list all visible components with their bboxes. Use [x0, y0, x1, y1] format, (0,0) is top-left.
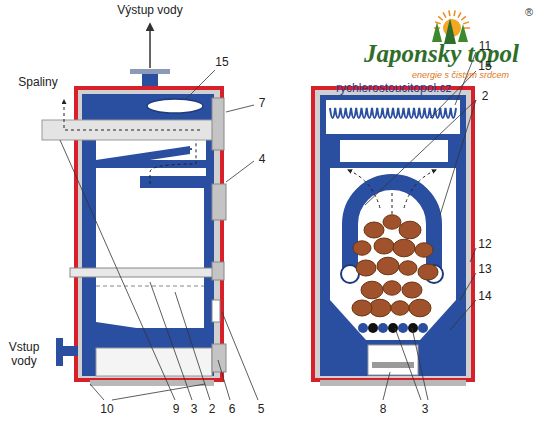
sloped-floor [96, 322, 204, 346]
outlet-arrow [149, 24, 151, 68]
callout-number: 5 [258, 403, 265, 417]
sun-ray [438, 16, 443, 20]
flue-gas-path [348, 170, 380, 208]
log [393, 239, 415, 257]
grate [358, 323, 428, 333]
grate-bar [398, 323, 408, 333]
log [391, 301, 409, 315]
watermark: rychlerostoucitopol.cz [336, 82, 451, 96]
fuel-wood [352, 215, 438, 317]
callout-number: 3 [191, 403, 198, 417]
sun-ray [454, 10, 455, 16]
inlet-pipe [62, 346, 78, 356]
callout-number: 6 [229, 403, 236, 417]
door [212, 98, 224, 150]
door [212, 262, 224, 280]
callout-number: 9 [173, 403, 180, 417]
flue-gas-path [392, 192, 393, 214]
baffle-plate [96, 146, 190, 168]
log [418, 264, 438, 280]
log [383, 215, 401, 229]
exchanger-coil [330, 108, 456, 118]
front-section [313, 88, 473, 386]
outlet-flange [130, 69, 170, 74]
log [374, 238, 394, 254]
grate-bar [368, 323, 378, 333]
callout-number: 14 [478, 290, 491, 304]
log [399, 261, 417, 275]
grate-bar [70, 268, 222, 277]
inlet-flange [56, 338, 63, 366]
logo-text: Japonsky topol [364, 40, 519, 69]
logo-slogan: energie s čistým srdcem [412, 70, 509, 80]
coil-winding [330, 108, 456, 118]
sun-ray [463, 22, 469, 24]
log [364, 222, 384, 238]
log [353, 241, 371, 255]
log [356, 260, 376, 276]
callout-number: 15 [478, 60, 491, 74]
callout-number: 2 [209, 403, 216, 417]
log [383, 281, 401, 295]
callout-number: 3 [422, 403, 429, 417]
log [361, 281, 383, 299]
callout-number: 2 [482, 90, 489, 104]
grate-bar [358, 323, 368, 333]
grate-bar [378, 323, 388, 333]
log [399, 221, 421, 239]
callout-number: 15 [215, 56, 228, 70]
casing [313, 88, 473, 380]
logo-icon [432, 10, 470, 44]
caption-text: Výstup vody [117, 4, 182, 18]
log [402, 282, 422, 298]
callout-number: 8 [380, 403, 387, 417]
slot [212, 300, 220, 322]
feet [90, 380, 214, 386]
caption-text: Vstup vody [3, 341, 45, 369]
side-section [42, 24, 226, 386]
caption-text: Spaliny [18, 76, 57, 90]
fire-chamber [330, 168, 456, 340]
outlet-chamber [147, 99, 203, 113]
flue-bar [340, 140, 448, 162]
registered-mark: ® [525, 6, 533, 19]
water-jacket [320, 95, 466, 376]
log [377, 257, 399, 275]
grate-bar [418, 323, 428, 333]
callout-number: 12 [478, 238, 491, 252]
callout-number: 7 [259, 97, 266, 111]
sun-ray [449, 10, 450, 16]
chamber-top [96, 176, 140, 188]
log [409, 299, 431, 317]
callout-number: 13 [478, 263, 491, 277]
sun-ray [461, 16, 466, 20]
door [212, 344, 226, 372]
callout-number: 10 [100, 403, 113, 417]
flue-gas-path [404, 170, 436, 208]
sun-ray [464, 27, 470, 29]
sun-ray [443, 12, 446, 17]
door [212, 184, 226, 220]
sun-ray [458, 12, 461, 17]
exchanger [326, 100, 460, 134]
callout-number: 11 [479, 40, 491, 54]
log [352, 300, 372, 316]
feet [320, 380, 466, 386]
callout-number: 4 [259, 153, 266, 167]
grate-line [96, 286, 204, 287]
sun-ray [435, 22, 441, 24]
flue-gas-path [64, 100, 200, 184]
leader-lines [60, 52, 476, 400]
log [415, 243, 433, 257]
